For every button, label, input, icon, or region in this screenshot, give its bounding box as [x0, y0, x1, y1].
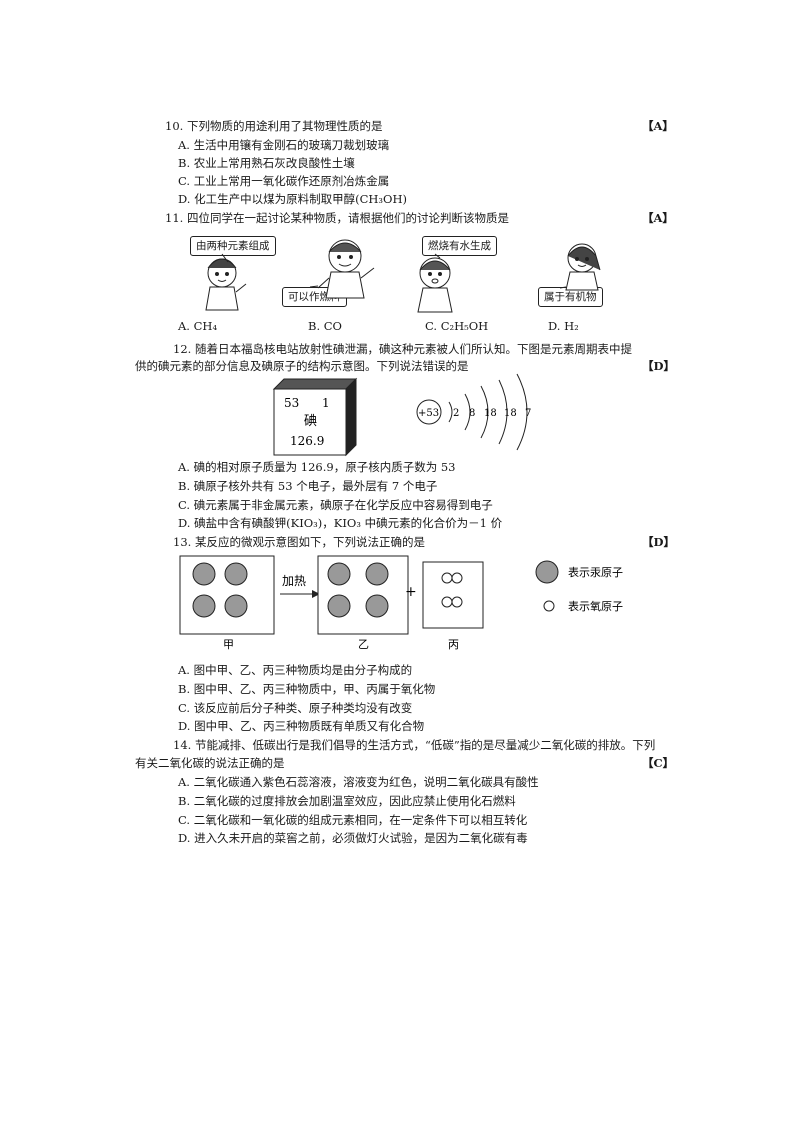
plus-sign: +	[405, 584, 417, 600]
q12-stem-line-1: 12. 随着日本福岛核电站放射性碘泄漏，碘这种元素被人们所认知。下图是元素周期表…	[173, 342, 632, 356]
q14-option-d: D. 进入久未开启的菜窖之前，必须做灯火试验，是因为二氧化碳有毒	[178, 831, 528, 845]
cell-atomic-number: 53	[284, 396, 299, 410]
q12-answer: 【D】	[642, 359, 675, 373]
student-boy-1-icon	[317, 239, 375, 299]
legend-oxygen-icon	[543, 600, 555, 612]
q10-option-d: D. 化工生产中以煤为原料制取甲醇(CH₃OH)	[178, 192, 407, 206]
q11-option-b: B. CO	[308, 319, 342, 333]
label-bing: 丙	[448, 638, 459, 651]
legend-oxygen-label: 表示氧原子	[568, 599, 623, 613]
atom-nucleus-label: +53	[418, 408, 439, 419]
q11-students-illustration	[205, 239, 601, 313]
q14-stem-line-1: 14. 节能减排、低碳出行是我们倡导的生活方式，“低碳”指的是尽量减少二氧化碳的…	[173, 738, 656, 752]
q11-bubble-3: 燃烧有水生成	[422, 236, 497, 256]
legend-mercury-label: 表示汞原子	[568, 565, 623, 579]
cell-atomic-mass: 126.9	[290, 434, 324, 448]
q13-option-a: A. 图中甲、乙、丙三种物质均是由分子构成的	[178, 663, 413, 677]
atom-shell-3: 18	[484, 408, 497, 419]
q12-option-c: C. 碘元素属于非金属元素，碘原子在化学反应中容易得到电子	[178, 498, 493, 512]
q12-option-a: A. 碘的相对原子质量为 126.9，原子核内质子数为 53	[178, 460, 456, 474]
q12-atom-structure-diagram: +53 2 8 18 18 7	[416, 373, 531, 451]
q11-bubble-4: 属于有机物	[538, 287, 603, 307]
atom-shell-2: 8	[469, 408, 475, 419]
q10-answer: 【A】	[642, 119, 674, 133]
q10-option-a: A. 生活中用镶有金刚石的玻璃刀裁划玻璃	[178, 138, 390, 152]
q11-option-a: A. CH₄	[178, 319, 218, 333]
q13-option-b: B. 图中甲、乙、丙三种物质中，甲、丙属于氧化物	[178, 682, 436, 696]
q14-answer: 【C】	[642, 756, 675, 770]
q12-periodic-cell: 53 1 碘 126.9	[272, 377, 358, 457]
q11-option-c: C. C₂H₅OH	[425, 319, 489, 333]
q13-option-c: C. 该反应前后分子种类、原子种类均没有改变	[178, 701, 413, 715]
q11-answer: 【A】	[642, 211, 674, 225]
student-girl-1-icon	[205, 258, 247, 311]
q14-stem-line-2: 有关二氧化碳的说法正确的是	[135, 756, 285, 770]
q12-option-b: B. 碘原子核外共有 53 个电子，最外层有 7 个电子	[178, 479, 438, 493]
q10-option-c: C. 工业上常用一氧化碳作还原剂冶炼金属	[178, 174, 390, 188]
cell-element-name: 碘	[304, 414, 317, 429]
student-girl-2-icon	[565, 243, 601, 291]
student-boy-2-icon	[417, 257, 453, 313]
q11-stem: 11. 四位同学在一起讨论某种物质，请根据他们的讨论判断该物质是	[165, 211, 509, 225]
q12-stem-line-2: 供的碘元素的部分信息及碘原子的结构示意图。下列说法错误的是	[135, 359, 469, 373]
q14-option-b: B. 二氧化碳的过度排放会加剧温室效应，因此应禁止使用化石燃料	[178, 794, 516, 808]
q12-option-d: D. 碘盐中含有碘酸钾(KIO₃)，KIO₃ 中碘元素的化合价为－1 价	[178, 516, 503, 530]
q14-option-a: A. 二氧化碳通入紫色石蕊溶液，溶液变为红色，说明二氧化碳具有酸性	[178, 775, 539, 789]
q13-stem: 13. 某反应的微观示意图如下，下列说法正确的是	[173, 535, 425, 549]
atom-shell-5: 7	[525, 408, 531, 419]
q13-reaction-diagram: 加热 + 表示汞原子 表示氧原子 甲 乙 丙	[179, 555, 623, 651]
q13-option-d: D. 图中甲、乙、丙三种物质既有单质又有化合物	[178, 719, 425, 733]
q10-option-b: B. 农业上常用熟石灰改良酸性土壤	[178, 156, 355, 170]
q10-stem: 10. 下列物质的用途利用了其物理性质的是	[165, 119, 383, 133]
q13-answer: 【D】	[642, 535, 675, 549]
q14-option-c: C. 二氧化碳和一氧化碳的组成元素相同，在一定条件下可以相互转化	[178, 813, 528, 827]
label-jia: 甲	[223, 638, 234, 651]
cell-corner-value: 1	[322, 396, 330, 410]
legend-mercury-icon	[535, 560, 559, 584]
q11-bubble-1: 由两种元素组成	[190, 236, 276, 256]
atom-shell-1: 2	[453, 408, 459, 419]
arrow-label: 加热	[282, 574, 306, 588]
label-yi: 乙	[358, 638, 369, 651]
atom-shell-4: 18	[504, 408, 517, 419]
q11-option-d: D. H₂	[548, 319, 579, 333]
box-bing	[422, 561, 484, 629]
